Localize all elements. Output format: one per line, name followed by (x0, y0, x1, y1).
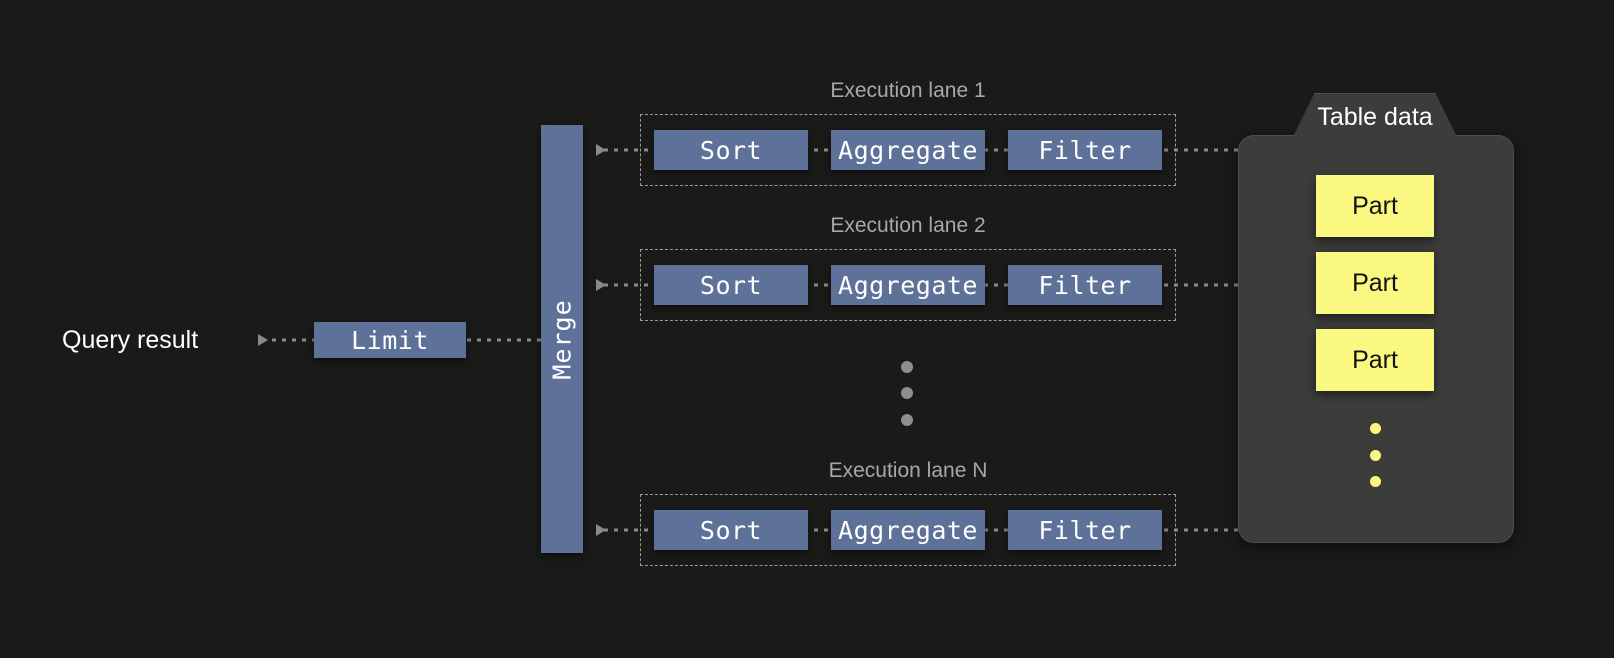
lane-title-2: Execution lane 2 (830, 214, 986, 237)
lane-container-1 (640, 114, 1176, 186)
ellipsis-dot (901, 387, 913, 399)
merge-label: Merge (541, 125, 583, 553)
part-ellipsis-dot (1370, 450, 1381, 461)
lane-title-1: Execution lane 1 (830, 79, 986, 102)
table-data-title: Table data (1317, 102, 1433, 131)
ellipsis-dot (901, 414, 913, 426)
stage-sort-lane-3[interactable]: Sort (654, 510, 808, 550)
stage-filter-lane-3[interactable]: Filter (1008, 510, 1162, 550)
stage-aggregate-lane-1[interactable]: Aggregate (831, 130, 985, 170)
lane-container-3 (640, 494, 1176, 566)
stage-aggregate-lane-2[interactable]: Aggregate (831, 265, 985, 305)
merge-label-text: Merge (547, 298, 577, 380)
ellipsis-dot (901, 361, 913, 373)
lane-container-2 (640, 249, 1176, 321)
merge-bar[interactable] (541, 125, 583, 553)
part-box[interactable]: Part (1316, 329, 1434, 391)
stage-sort-lane-1[interactable]: Sort (654, 130, 808, 170)
stage-sort-lane-2[interactable]: Sort (654, 265, 808, 305)
query-result-label: Query result (62, 325, 199, 354)
stage-aggregate-lane-3[interactable]: Aggregate (831, 510, 985, 550)
lane-title-3: Execution lane N (828, 459, 988, 482)
part-box[interactable]: Part (1316, 252, 1434, 314)
table-data-tab (1291, 93, 1459, 141)
limit-box[interactable]: Limit (314, 322, 466, 358)
stage-filter-lane-2[interactable]: Filter (1008, 265, 1162, 305)
part-box[interactable]: Part (1316, 175, 1434, 237)
part-ellipsis-dot (1370, 423, 1381, 434)
stage-filter-lane-1[interactable]: Filter (1008, 130, 1162, 170)
part-ellipsis-dot (1370, 476, 1381, 487)
